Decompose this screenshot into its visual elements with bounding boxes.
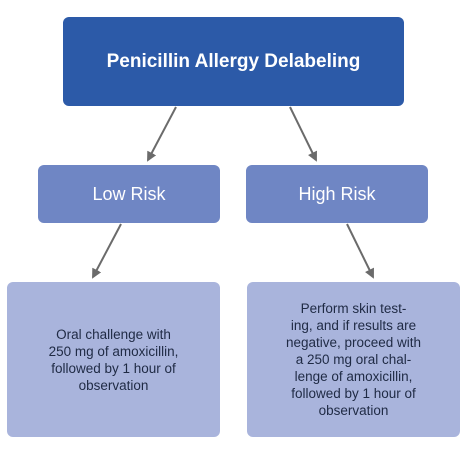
arrow-title-to-high-risk xyxy=(289,106,317,162)
title-text: Penicillin Allergy Delabeling xyxy=(106,50,361,72)
arrow-title-to-low-risk xyxy=(147,106,177,162)
title-node: Penicillin Allergy Delabeling xyxy=(63,17,404,106)
low-risk-detail-node: Oral challenge with 250 mg of amoxicilli… xyxy=(7,282,220,437)
high-risk-node: High Risk xyxy=(246,165,428,223)
arrow-high-risk-to-detail xyxy=(346,223,374,279)
low-risk-node: Low Risk xyxy=(38,165,220,223)
arrow-low-risk-to-detail xyxy=(92,223,122,279)
high-risk-label: High Risk xyxy=(298,183,376,204)
low-risk-label: Low Risk xyxy=(92,183,166,204)
high-risk-detail-node: Perform skin test- ing, and if results a… xyxy=(247,282,460,437)
high-risk-detail-text: Perform skin test- ing, and if results a… xyxy=(285,301,422,418)
low-risk-detail-text: Oral challenge with 250 mg of amoxicilli… xyxy=(48,326,179,393)
